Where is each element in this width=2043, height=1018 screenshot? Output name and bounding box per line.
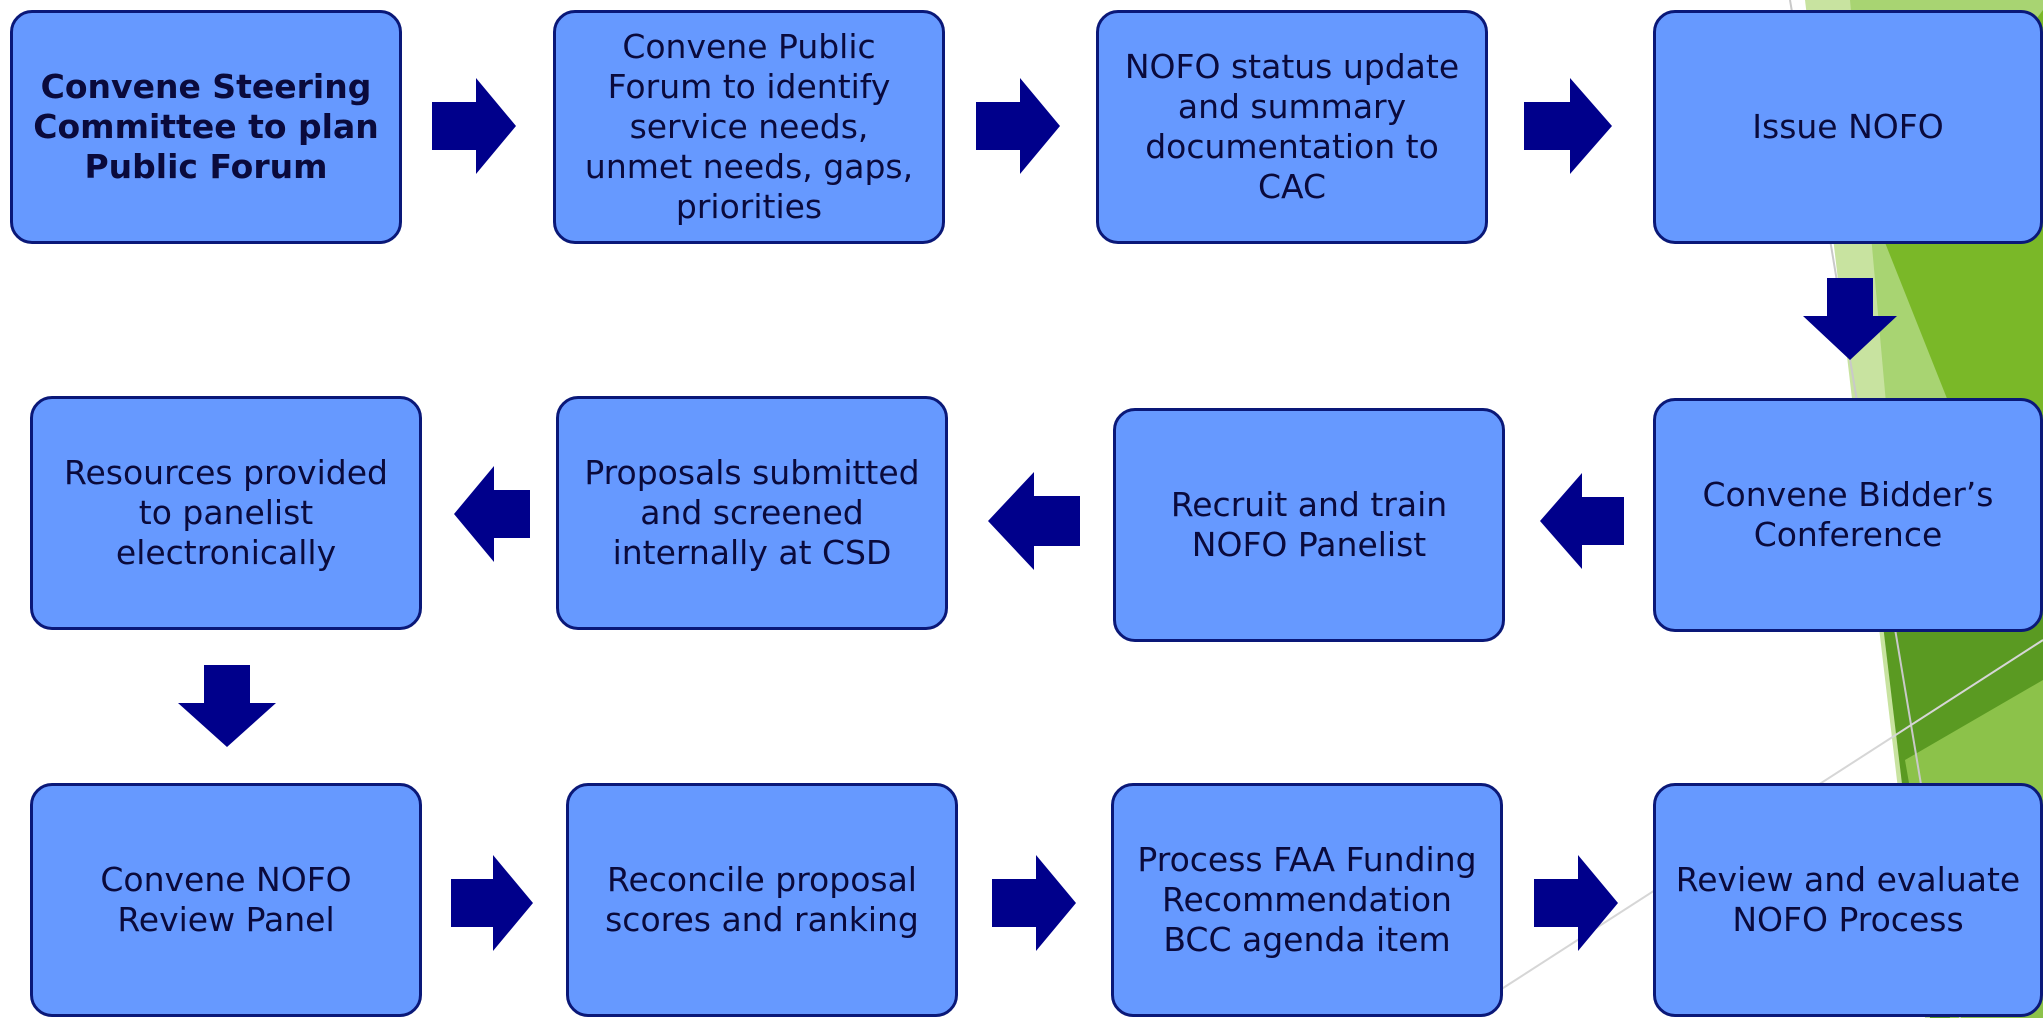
step-box: Convene NOFO Review Panel bbox=[30, 783, 422, 1017]
step-box: Review and evaluate NOFO Process bbox=[1653, 783, 2043, 1017]
step-text: Convene Steering Committee to plan Publi… bbox=[33, 67, 379, 186]
step-box: Recruit and train NOFO Panelist bbox=[1113, 408, 1505, 642]
step-text: Process FAA Funding Recommendation BCC a… bbox=[1137, 840, 1477, 959]
step-text: NOFO status update and summary documenta… bbox=[1124, 47, 1460, 206]
arrow-right-icon bbox=[432, 78, 516, 174]
step-text: Convene NOFO Review Panel bbox=[100, 860, 352, 939]
step-text: Convene Public Forum to identify service… bbox=[584, 27, 914, 226]
step-text: Reconcile proposal scores and ranking bbox=[605, 860, 919, 939]
step-box: Issue NOFO bbox=[1653, 10, 2043, 244]
arrow-right-icon bbox=[1534, 855, 1618, 951]
step-text: Issue NOFO bbox=[1752, 107, 1944, 146]
step-text: Review and evaluate NOFO Process bbox=[1675, 860, 2021, 939]
arrow-down-icon bbox=[1803, 278, 1897, 360]
arrow-down-icon bbox=[178, 665, 276, 747]
arrow-right-icon bbox=[976, 78, 1060, 174]
arrow-left-icon bbox=[1540, 473, 1624, 569]
arrow-left-icon bbox=[454, 466, 530, 562]
step-box: Resources provided to panelist electroni… bbox=[30, 396, 422, 630]
step-text: Convene Bidder’s Conference bbox=[1702, 475, 1994, 554]
arrow-right-icon bbox=[451, 855, 533, 951]
step-box: Convene Public Forum to identify service… bbox=[553, 10, 945, 244]
arrow-left-icon bbox=[988, 472, 1080, 570]
step-text: Proposals submitted and screened interna… bbox=[584, 453, 920, 572]
step-box: NOFO status update and summary documenta… bbox=[1096, 10, 1488, 244]
step-box: Convene Steering Committee to plan Publi… bbox=[10, 10, 402, 244]
step-box: Reconcile proposal scores and ranking bbox=[566, 783, 958, 1017]
step-text: Recruit and train NOFO Panelist bbox=[1170, 485, 1448, 564]
arrow-right-icon bbox=[992, 855, 1076, 951]
arrow-right-icon bbox=[1524, 78, 1612, 174]
step-box: Process FAA Funding Recommendation BCC a… bbox=[1111, 783, 1503, 1017]
step-box: Convene Bidder’s Conference bbox=[1653, 398, 2043, 632]
step-text: Resources provided to panelist electroni… bbox=[64, 453, 388, 572]
step-box: Proposals submitted and screened interna… bbox=[556, 396, 948, 630]
